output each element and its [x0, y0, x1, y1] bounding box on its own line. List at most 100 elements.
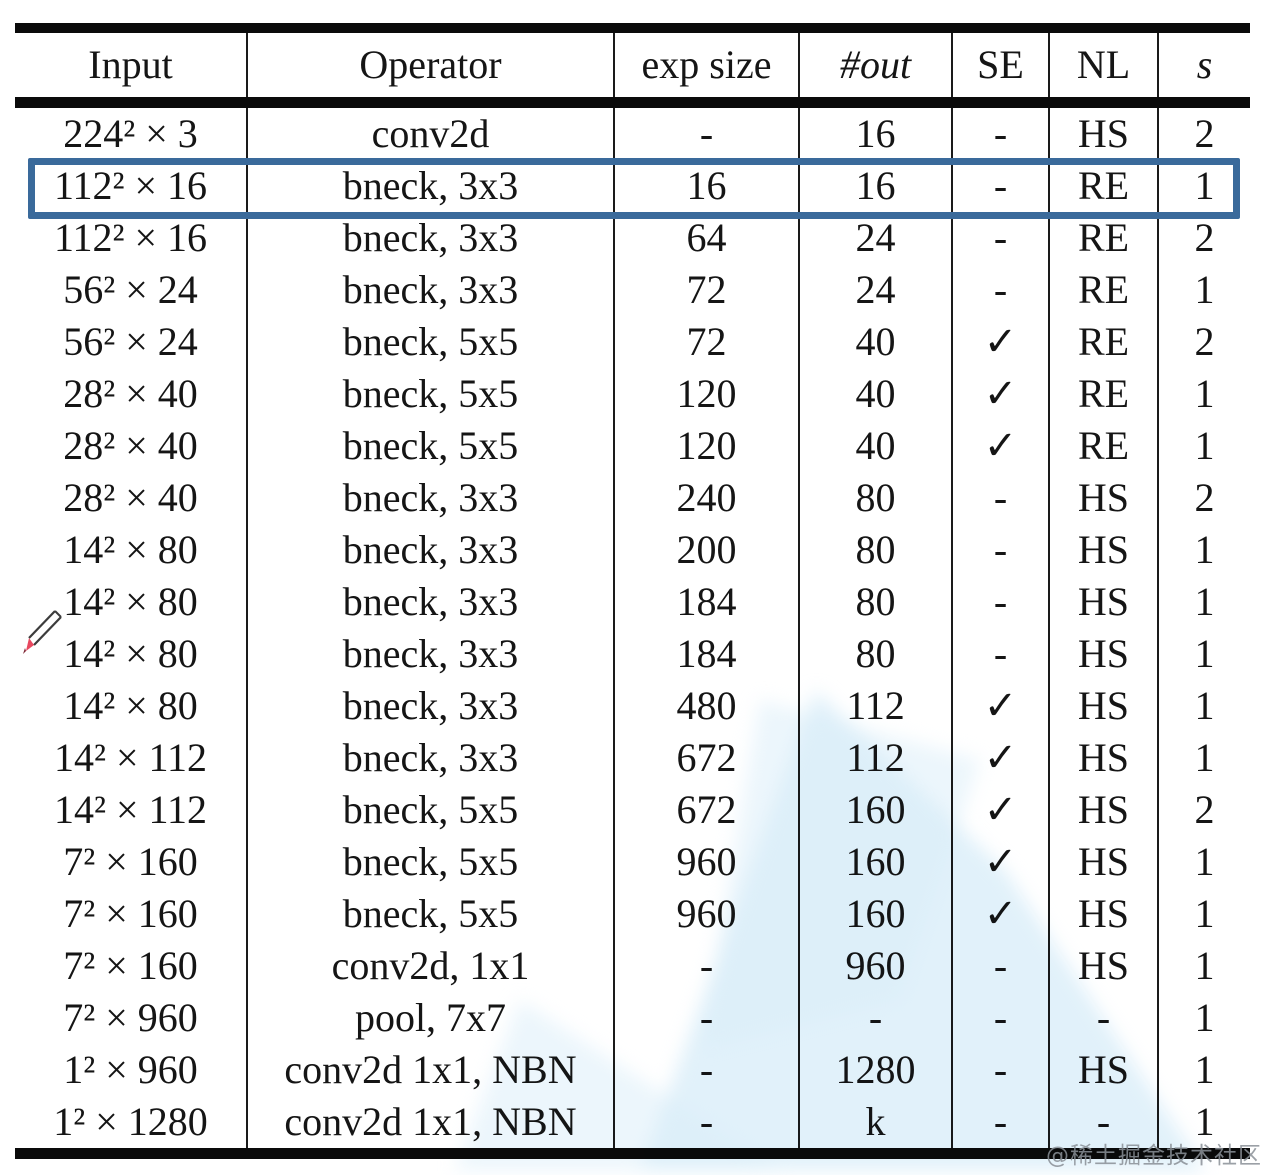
table-cell: 160	[798, 836, 951, 888]
table-cell: -	[951, 264, 1048, 316]
table-cell: 960	[613, 888, 798, 940]
table-cell: HS	[1048, 784, 1157, 836]
table-cell: 960	[798, 940, 951, 992]
table-header-rule	[15, 97, 1250, 108]
table-cell: 80	[798, 524, 951, 576]
table-cell: 40	[798, 316, 951, 368]
table-cell: ✓	[951, 836, 1048, 888]
table-cell: -	[951, 1096, 1048, 1148]
table-cell: 1	[1157, 420, 1250, 472]
table-cell: 1	[1157, 160, 1250, 212]
table-cell: 1	[1157, 940, 1250, 992]
table-cell: 7² × 160	[63, 891, 198, 936]
table-cell: -	[951, 628, 1048, 680]
table-cell: HS	[1048, 108, 1157, 160]
table-cell: ✓	[951, 784, 1048, 836]
table-cell: bneck, 5x5	[246, 420, 613, 472]
table-cell: -	[951, 940, 1048, 992]
column-header-operator: Operator	[246, 33, 613, 97]
table-cell: 1	[1157, 576, 1250, 628]
table-cell: 2	[1157, 108, 1250, 160]
table-cell: ✓	[951, 368, 1048, 420]
table-cell: 80	[798, 472, 951, 524]
table-cell: 40	[798, 420, 951, 472]
table-cell: 112² × 16	[53, 215, 208, 260]
table-cell: bneck, 3x3	[246, 732, 613, 784]
table-cell: -	[951, 212, 1048, 264]
table-cell: 40	[798, 368, 951, 420]
table-cell: HS	[1048, 732, 1157, 784]
table-cell: HS	[1048, 472, 1157, 524]
table-cell: 1	[1157, 992, 1250, 1044]
table-cell: 1280	[798, 1044, 951, 1096]
table-cell: 72	[613, 316, 798, 368]
table-cell: -	[613, 940, 798, 992]
table-cell: 1	[1157, 628, 1250, 680]
table-cell: 7² × 160	[63, 943, 198, 988]
table-cell: 1² × 960	[63, 1047, 198, 1092]
table-cell: 480	[613, 680, 798, 732]
table-cell: bneck, 3x3	[246, 160, 613, 212]
table-cell: HS	[1048, 628, 1157, 680]
table-cell: 1	[1157, 836, 1250, 888]
table-cell: 120	[613, 368, 798, 420]
table-cell: -	[613, 108, 798, 160]
table-cell: RE	[1048, 420, 1157, 472]
highlight-box	[28, 158, 1240, 219]
table-cell: bneck, 3x3	[246, 680, 613, 732]
table-cell: conv2d	[246, 108, 613, 160]
table-cell: HS	[1048, 1044, 1157, 1096]
table-cell: 1² × 1280	[53, 1099, 208, 1144]
table-cell: 28² × 40	[63, 371, 198, 416]
table-cell: 1	[1157, 888, 1250, 940]
table-cell: 7² × 960	[63, 995, 198, 1040]
table-cell: 64	[613, 212, 798, 264]
table-cell: 16	[798, 108, 951, 160]
table-cell: bneck, 3x3	[246, 472, 613, 524]
table-cell: 120	[613, 420, 798, 472]
table-cell: -	[613, 992, 798, 1044]
table-cell: conv2d, 1x1	[246, 940, 613, 992]
table-cell: HS	[1048, 524, 1157, 576]
table-cell: 2	[1157, 212, 1250, 264]
table-cell: bneck, 3x3	[246, 264, 613, 316]
table-cell: RE	[1048, 316, 1157, 368]
table-cell: -	[613, 1044, 798, 1096]
table-cell: 184	[613, 628, 798, 680]
table-cell: 184	[613, 576, 798, 628]
column-header-input: Input	[88, 42, 173, 87]
table-cell: 28² × 40	[63, 475, 198, 520]
table-cell: 14² × 80	[63, 683, 198, 728]
table-cell: bneck, 3x3	[246, 628, 613, 680]
table-cell: 80	[798, 576, 951, 628]
table-cell: -	[951, 472, 1048, 524]
column-header-se: SE	[951, 33, 1048, 97]
table-cell: 200	[613, 524, 798, 576]
table-cell: -	[951, 524, 1048, 576]
table-top-rule	[15, 23, 1250, 33]
table-cell: -	[951, 992, 1048, 1044]
column-header-nl: NL	[1048, 33, 1157, 97]
table-cell: bneck, 5x5	[246, 784, 613, 836]
column-header-s: s	[1157, 33, 1250, 97]
table-cell: RE	[1048, 264, 1157, 316]
table-cell: 14² × 112	[53, 787, 208, 832]
table-cell: 2	[1157, 472, 1250, 524]
